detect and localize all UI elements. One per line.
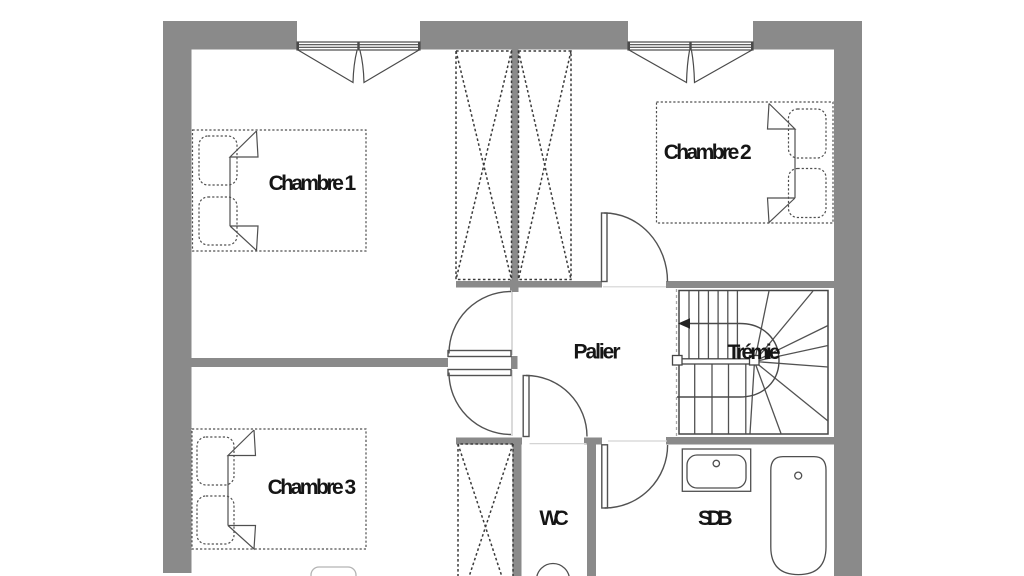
svg-text:Chambre 1: Chambre 1 (269, 172, 357, 195)
svg-text:Chambre 2: Chambre 2 (664, 141, 752, 164)
svg-text:WC: WC (539, 507, 569, 530)
svg-text:SDB: SDB (698, 507, 733, 530)
svg-text:Palier: Palier (574, 340, 621, 363)
svg-text:Trémie: Trémie (728, 341, 781, 364)
svg-text:Chambre 3: Chambre 3 (268, 476, 357, 499)
